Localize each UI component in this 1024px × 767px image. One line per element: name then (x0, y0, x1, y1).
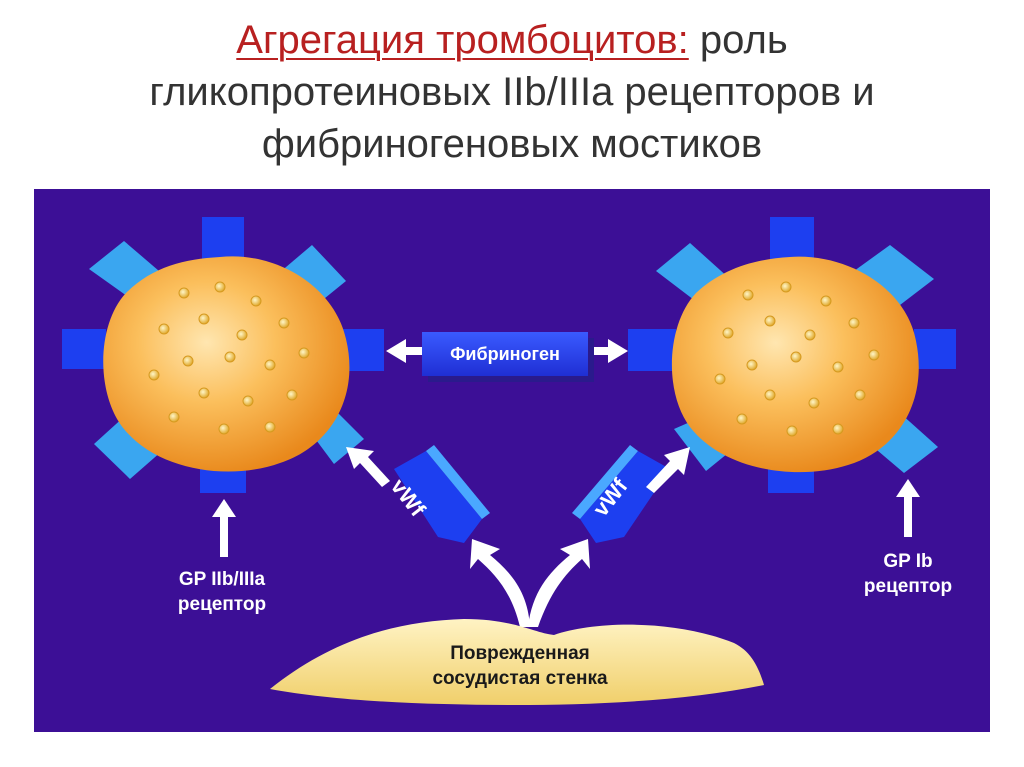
page-title: Агрегация тромбоцитов: роль гликопротеин… (40, 14, 984, 170)
vwf-right-bar (572, 445, 670, 543)
platelet-left (62, 217, 384, 493)
gp2b3a-arrow (212, 499, 236, 557)
title-line1-rest: роль (699, 18, 788, 62)
vessel-wall-label-line2: сосудистая стенка (432, 668, 608, 689)
diagram-drawing (62, 217, 956, 705)
title-line2: гликопротеиновых IIb/IIIa рецепторов и (149, 70, 875, 114)
gp2b3a-label: GP IIb/IIIa рецептор (152, 567, 292, 617)
granules-left (148, 281, 310, 435)
gp1b-label-line2: рецептор (863, 576, 953, 597)
gp1b-arrow (896, 479, 920, 537)
diagram-panel: Фибриноген vWf vWf GP IIb/IIIa рецептор … (34, 189, 990, 732)
gp1b-label-line1: GP Ib (883, 551, 933, 572)
granules-right (714, 281, 880, 437)
gp1b-label: GP Ib рецептор (848, 549, 968, 599)
gp2b3a-label-line1: GP IIb/IIIa (178, 569, 266, 590)
fibrinogen-arrows (386, 339, 628, 363)
fibrinogen-label: Фибриноген (422, 332, 588, 376)
vessel-wall-label: Поврежденная сосудистая стенка (390, 641, 650, 691)
wall-arrows (470, 539, 590, 627)
vessel-wall (270, 619, 764, 705)
vwf-left-bar (394, 445, 490, 543)
platelet-right (628, 217, 956, 493)
gp2b3a-label-line2: рецептор (177, 594, 267, 615)
title-highlight: Агрегация тромбоцитов: (236, 18, 689, 62)
vwf-right-arrow (646, 447, 690, 493)
vwf-left-arrow (346, 447, 390, 487)
title-line3: фибриногеновых мостиков (261, 122, 763, 166)
gp-2b3a-receptors-right (628, 217, 956, 493)
vessel-wall-label-line1: Поврежденная (450, 643, 590, 664)
